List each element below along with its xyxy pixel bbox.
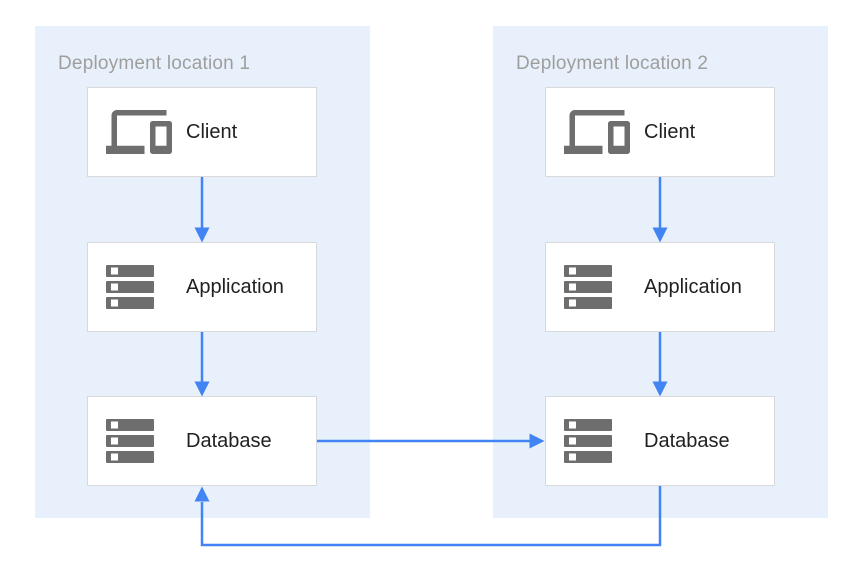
node-label: Database xyxy=(186,429,272,452)
deployment-panel-1: Deployment location 1 Client A xyxy=(35,26,370,518)
node-client-2: Client xyxy=(545,87,775,177)
node-application-2: Application xyxy=(545,242,775,332)
node-label: Client xyxy=(186,120,238,143)
deployment-panel-2: Deployment location 2 Client A xyxy=(493,26,828,518)
storage-icon xyxy=(106,419,186,463)
node-application-1: Application xyxy=(87,242,317,332)
panel-title-1: Deployment location 1 xyxy=(58,53,251,74)
devices-icon xyxy=(106,99,186,165)
node-label: Application xyxy=(186,275,284,298)
node-database-2: Database xyxy=(545,396,775,486)
node-label: Application xyxy=(644,275,742,298)
storage-icon xyxy=(564,419,644,463)
storage-icon xyxy=(564,265,644,309)
node-client-1: Client xyxy=(87,87,317,177)
storage-icon xyxy=(106,265,186,309)
node-label: Database xyxy=(644,429,730,452)
devices-icon xyxy=(564,99,644,165)
panel-title-2: Deployment location 2 xyxy=(516,53,709,74)
node-database-1: Database xyxy=(87,396,317,486)
node-label: Client xyxy=(644,120,696,143)
